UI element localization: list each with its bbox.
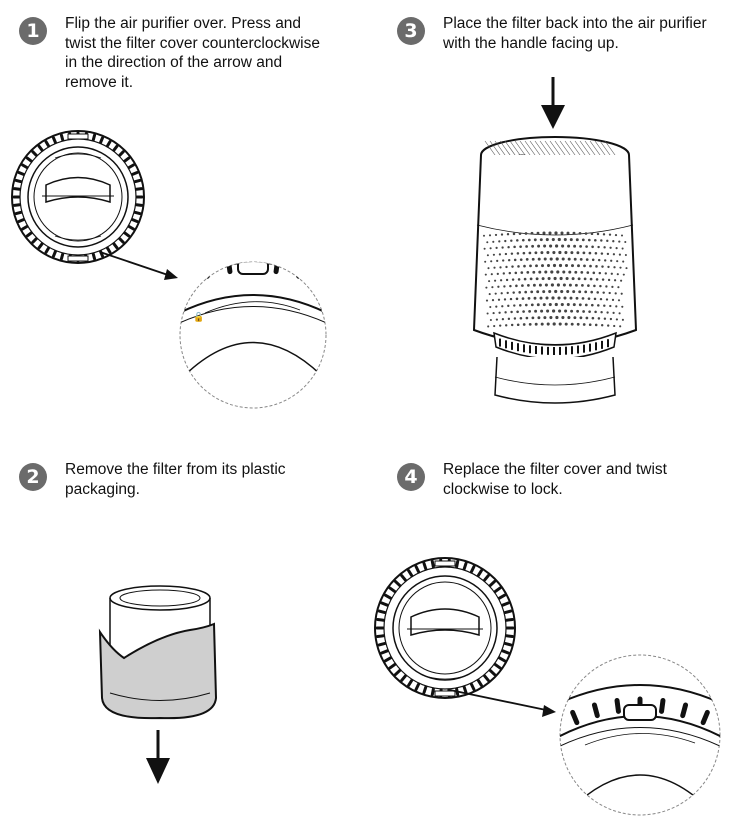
filter-unpacking-illustration xyxy=(98,585,218,784)
down-arrow-icon xyxy=(541,105,565,129)
filter-cover-removal-illustration: 🔓 xyxy=(11,130,327,409)
svg-text:🔓: 🔓 xyxy=(193,311,204,323)
step-3-number-badge: 3 xyxy=(397,17,425,45)
step-2-number-badge: 2 xyxy=(19,463,47,491)
step-2-instruction: Remove the filter from its plastic packa… xyxy=(65,461,286,498)
step-4-number-badge: 4 xyxy=(397,463,425,491)
down-arrow-icon xyxy=(146,758,170,784)
step-1-instruction: Flip the air purifier over. Press and tw… xyxy=(65,15,320,91)
step-4-instruction: Replace the filter cover and twist clock… xyxy=(443,461,667,498)
filter-insertion-illustration xyxy=(472,77,638,404)
filter-cover-lock-illustration xyxy=(374,557,721,816)
step-1-number-badge: 1 xyxy=(19,17,47,45)
step-3-instruction: Place the filter back into the air purif… xyxy=(443,15,707,52)
